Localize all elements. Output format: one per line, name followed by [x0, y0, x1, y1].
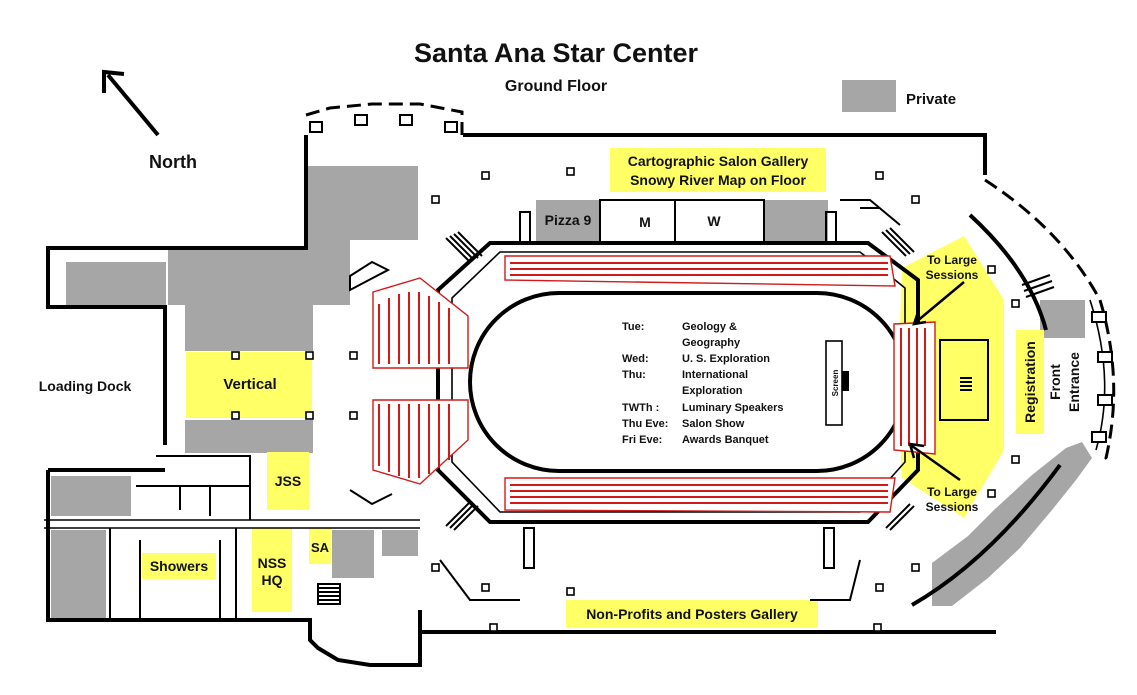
schedule-event: U. S. Exploration [682, 353, 770, 365]
room-outlines [109, 199, 901, 620]
legend-private-label: Private [906, 91, 956, 108]
large-sessions-bottom-line1: To Large [927, 485, 977, 499]
schedule-event-cont: Geography [682, 337, 741, 349]
nss-hq-label-line1: NSS [258, 555, 287, 571]
schedule-day: Wed: [622, 353, 649, 365]
entrance-canopy-posts [309, 114, 1113, 443]
large-sessions-top-line1: To Large [927, 253, 977, 267]
seating-sections [372, 255, 936, 513]
schedule-event-cont: Exploration [682, 385, 743, 397]
north-label: North [149, 152, 197, 172]
jss-label: JSS [275, 473, 301, 489]
loading-dock-label: Loading Dock [39, 378, 132, 394]
schedule-day: Fri Eve: [622, 434, 662, 446]
nonprofits-posters-label: Non-Profits and Posters Gallery [586, 606, 798, 622]
large-sessions-bottom-line2: Sessions [926, 500, 979, 514]
schedule-day: Tue: [622, 321, 644, 333]
schedule-day: Thu Eve: [622, 418, 668, 430]
arrow-to-large-sessions-top-icon [912, 281, 965, 326]
page-title: Santa Ana Star Center [414, 38, 699, 68]
front-entrance-label-line2: Entrance [1066, 352, 1082, 412]
large-sessions-top-line2: Sessions [926, 268, 979, 282]
schedule-day: TWTh : [622, 402, 659, 414]
stairs [317, 211, 1055, 605]
nss-hq-label-line2: HQ [262, 572, 283, 588]
womens-room-label: W [707, 213, 721, 229]
pizza-label: Pizza 9 [545, 212, 592, 228]
schedule-event: Awards Banquet [682, 434, 769, 446]
building-walls [44, 102, 1116, 667]
registration-label: Registration [1022, 341, 1038, 423]
front-entrance-label-line1: Front [1047, 364, 1063, 400]
snowy-river-label: Snowy River Map on Floor [630, 172, 806, 188]
columns [231, 167, 1020, 632]
schedule-event: Salon Show [682, 418, 745, 430]
schedule-day: Thu: [622, 369, 646, 381]
schedule-event: Geology & [682, 321, 737, 333]
screen-base [842, 371, 849, 391]
page-subtitle: Ground Floor [505, 78, 607, 95]
schedule-event: International [682, 369, 748, 381]
cartographic-salon-label: Cartographic Salon Gallery [628, 153, 809, 169]
sa-label: SA [311, 540, 330, 555]
arrow-to-large-sessions-bottom-icon [908, 442, 961, 482]
showers-label: Showers [150, 558, 209, 574]
screen-label: Screen [831, 370, 840, 397]
schedule-event: Luminary Speakers [682, 402, 784, 414]
legend-private-swatch [842, 80, 896, 112]
north-arrow-icon [102, 69, 160, 137]
mens-room-label: M [639, 214, 651, 230]
schedule-box: Tue: Geology & Geography Wed: U. S. Expl… [622, 321, 784, 446]
vertical-label: Vertical [223, 376, 276, 393]
